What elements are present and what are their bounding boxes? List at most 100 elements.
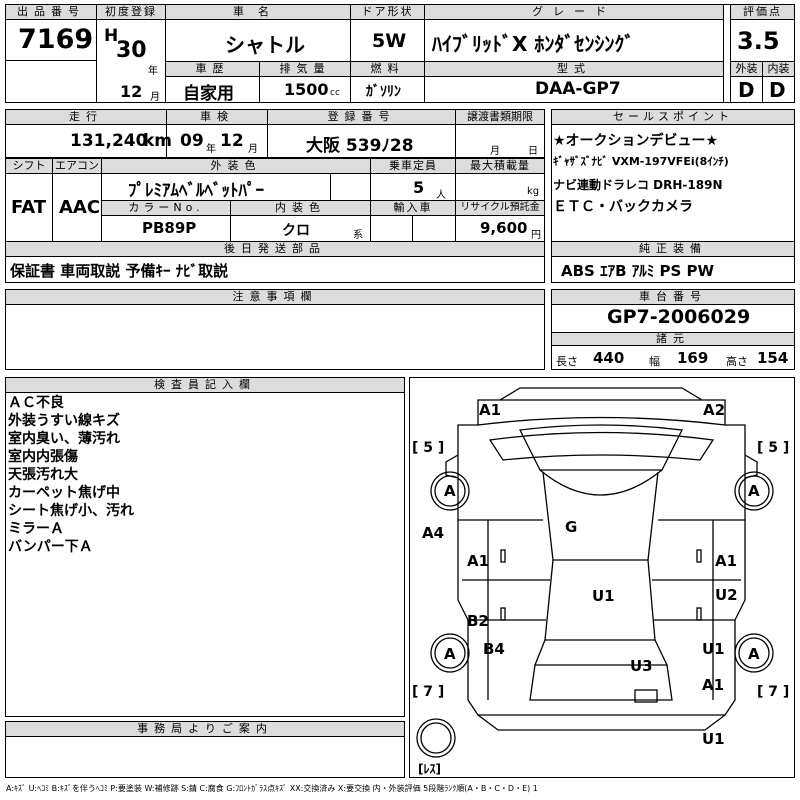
recycle-value: 9,600 (480, 219, 528, 237)
model-header: 型式 (424, 61, 724, 77)
lot-number: 7169 (18, 24, 94, 55)
chassis-header: 車台番号 (551, 289, 795, 305)
capacity-header: 乗車定員 (370, 158, 456, 174)
mileage-header: 走行 (5, 109, 167, 125)
notes-header: 注意事項欄 (5, 289, 545, 305)
color-no-value: PB89P (142, 219, 197, 237)
interior-color-value: クロ (282, 223, 310, 239)
first-reg-year: 30 (116, 38, 147, 63)
genuine-cell (551, 256, 795, 283)
transfer-header: 譲渡書類期限 (455, 109, 545, 125)
mark-right-quarter: U1 (702, 640, 725, 658)
lot-blank (5, 60, 97, 103)
max-load-header: 最大積載量 (455, 158, 545, 174)
mark-tread-rr: [ 7 ] (757, 684, 790, 700)
sales-point-line: ★オークションデビュー★ (553, 133, 719, 149)
history-header: 車歴 (165, 61, 260, 77)
plate-value: 大阪 539ﾉ28 (306, 136, 414, 156)
mark-left-front-door: A1 (467, 552, 490, 570)
first-reg-month: 12 (120, 82, 143, 101)
mark-right-rear-door: U2 (715, 586, 738, 604)
first-reg-header: 初度登録 (96, 4, 166, 20)
import-header: 輸入車 (370, 200, 456, 216)
score-int-cell (762, 76, 795, 103)
mark-roof: G (565, 518, 578, 536)
sales-points-header: セールスポイント (551, 109, 795, 125)
score-ext-value: D (738, 78, 755, 102)
inspector-line: ミラーＡ (8, 521, 64, 537)
model-cell (424, 76, 724, 103)
inspector-line: ＡＣ不良 (8, 395, 64, 411)
import-sub (412, 215, 456, 242)
mark-trunk: U3 (630, 657, 653, 675)
displacement-value: 1500 (284, 80, 329, 99)
dims-length-label: 長さ (556, 355, 578, 368)
mark-tyre-rr: A (748, 645, 760, 663)
dims-length-value: 440 (593, 349, 625, 367)
mark-side-left: A4 (422, 524, 445, 542)
shift-header: シフト (5, 158, 53, 174)
inspector-line: 室内臭い、薄汚れ (8, 431, 120, 447)
inspector-line: 室内内張傷 (8, 449, 78, 465)
grade-value: ﾊｲﾌﾞﾘｯﾄﾞX ﾎﾝﾀﾞｾﾝｼﾝｸﾞ (432, 32, 635, 56)
interior-color-header: 内装色 (230, 200, 371, 216)
car-name-value: シャトル (225, 33, 305, 57)
door-value: 5W (372, 30, 407, 52)
genuine-value: ABS ｴｱB ｱﾙﾐ PS PW (561, 262, 715, 280)
dims-height-label: 高さ (726, 355, 748, 368)
grade-header: グレード (424, 4, 724, 20)
notes-cell (5, 304, 545, 370)
fuel-header: 燃料 (350, 61, 425, 77)
transfer-month: 月 (490, 146, 500, 157)
inspection-year: 09 (180, 131, 204, 151)
inspector-line: バンパー下Ａ (8, 539, 93, 555)
mark-tread-fl: [ 5 ] (412, 440, 445, 456)
dims-header: 諸元 (551, 332, 795, 346)
dims-width-value: 169 (677, 349, 709, 367)
inspection-year-unit: 年 (206, 144, 216, 155)
max-load-unit: kg (527, 186, 540, 197)
exterior-color-header: 外装色 (101, 158, 371, 174)
score-int-header: 内装 (762, 61, 795, 77)
office-cell (5, 736, 405, 778)
mark-spare: [ﾚｽ] (418, 762, 441, 776)
transfer-day: 日 (528, 146, 538, 157)
displacement-unit: cc (330, 88, 340, 98)
office-header: 事務局よりご案内 (5, 721, 405, 737)
plate-header: 登録番号 (267, 109, 456, 125)
later-parts-value: 保証書 車両取説 予備ｷｰ ﾅﾋﾞ取説 (10, 262, 229, 280)
score-int-value: D (769, 78, 786, 102)
dims-width-label: 幅 (649, 355, 660, 368)
fuel-value: ｶﾞｿﾘﾝ (366, 84, 401, 100)
exterior-color-sub (330, 173, 371, 201)
sales-point-line: ＥＴＣ・バックカメラ (553, 199, 693, 215)
inspector-header: 検査員記入欄 (5, 377, 405, 393)
aircon-header: エアコン (52, 158, 102, 174)
score-value: 3.5 (737, 27, 780, 55)
mark-left-quarter: B4 (483, 640, 505, 658)
mark-tyre-fl: A (444, 482, 456, 500)
inspector-line: 外装うすい線キズ (8, 413, 120, 429)
recycle-unit: 円 (531, 230, 541, 241)
first-reg-month-unit: 月 (150, 92, 160, 103)
genuine-header: 純正装備 (551, 241, 795, 257)
mark-tread-fr: [ 5 ] (757, 440, 790, 456)
score-header: 評価点 (730, 4, 795, 20)
capacity-value: 5 (413, 178, 425, 197)
inspector-line: 天張汚れ大 (8, 467, 78, 483)
car-diagram (416, 387, 774, 758)
color-no-header: カラーNo. (101, 200, 231, 216)
history-value: 自家用 (183, 84, 234, 104)
mileage-unit: km (143, 131, 173, 151)
dims-cell (551, 345, 795, 370)
inspection-month-unit: 月 (248, 144, 258, 155)
mark-front-left: A1 (479, 401, 502, 419)
recycle-header: リサイクル預託金 (455, 200, 545, 216)
displacement-header: 排気量 (259, 61, 351, 77)
mark-right-front-door: A1 (715, 552, 738, 570)
model-value: DAA-GP7 (535, 79, 621, 99)
shift-value: FAT (11, 197, 47, 218)
aircon-value: AAC (59, 197, 101, 218)
car-diagram-panel (409, 377, 795, 778)
dims-height-value: 154 (757, 349, 789, 367)
